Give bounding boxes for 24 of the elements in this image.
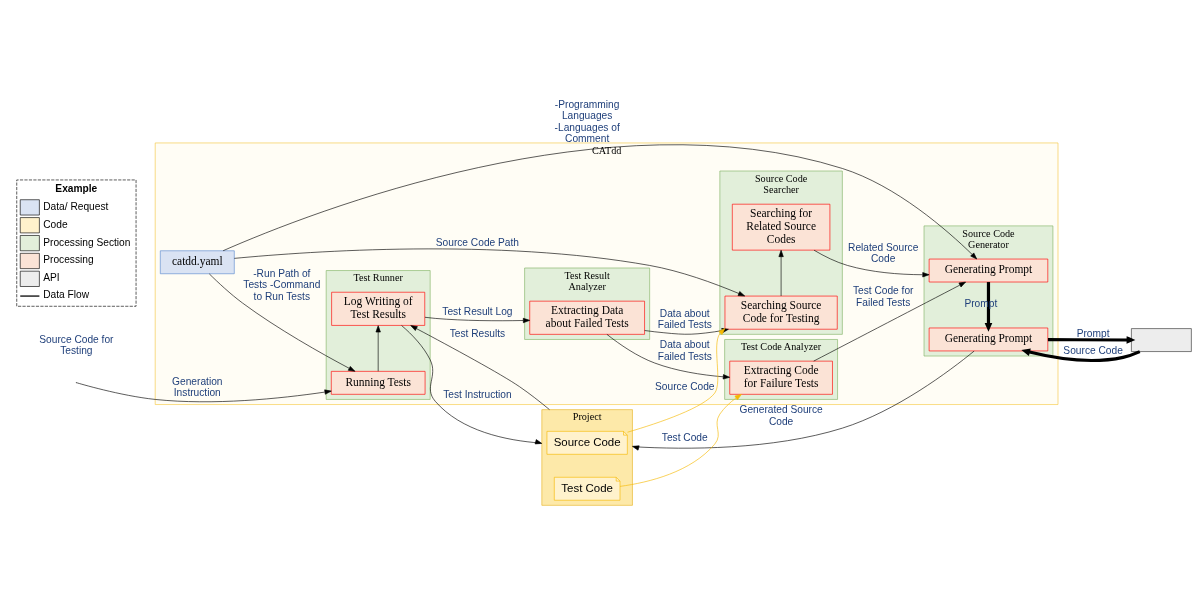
edge-label: Data about Failed Tests bbox=[657, 339, 712, 362]
legend-label: Processing bbox=[43, 254, 94, 266]
legend-label: Data/ Request bbox=[43, 200, 109, 212]
legend-label: API bbox=[43, 272, 60, 284]
edge-label: Source Code Path bbox=[435, 237, 520, 249]
edge-label: -Programming Languages -Languages of Comment bbox=[554, 98, 620, 145]
edge-label: Data about Failed Tests bbox=[657, 308, 712, 331]
edge-label: Generation Instruction bbox=[172, 375, 223, 399]
legend-label: Data Flow bbox=[43, 289, 90, 301]
edge-label: -Run Path of Tests -Command to Run Tests bbox=[243, 267, 321, 302]
edge-label: Test Instruction bbox=[443, 389, 512, 401]
edge-label: Test Results bbox=[449, 328, 506, 340]
edge-label: Prompt bbox=[1076, 327, 1110, 339]
edge-label: Test Code for Failed Tests bbox=[852, 285, 914, 308]
legend-label: Code bbox=[43, 218, 68, 230]
edge-label: Test Result Log bbox=[442, 306, 513, 318]
legend-label: Processing Section bbox=[43, 236, 131, 248]
edge-label: Related Source Code bbox=[848, 241, 919, 265]
edge-label: Generated Source Code bbox=[739, 404, 823, 427]
edge-label: Source Code bbox=[1063, 345, 1123, 356]
label: Example bbox=[55, 182, 98, 194]
edge-label: Source Code bbox=[655, 380, 715, 392]
edge-label: Test Code bbox=[661, 431, 708, 443]
label: Source Code for Testing bbox=[39, 333, 114, 356]
